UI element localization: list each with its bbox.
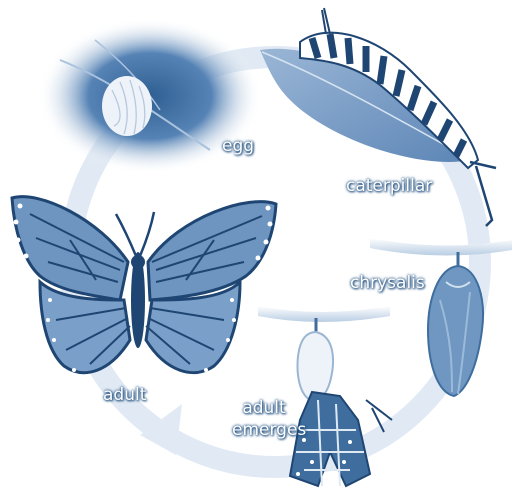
label-adult: adult: [103, 384, 146, 406]
label-adult-emerges: adult emerges: [232, 397, 296, 441]
label-egg: egg: [222, 135, 254, 157]
label-chrysalis: chrysalis: [350, 272, 425, 294]
label-adult-emerges-line2: emerges: [232, 419, 296, 441]
label-adult-emerges-line1: adult: [232, 397, 296, 419]
label-caterpillar: caterpillar: [346, 175, 432, 197]
butterfly-icon: [12, 197, 276, 373]
